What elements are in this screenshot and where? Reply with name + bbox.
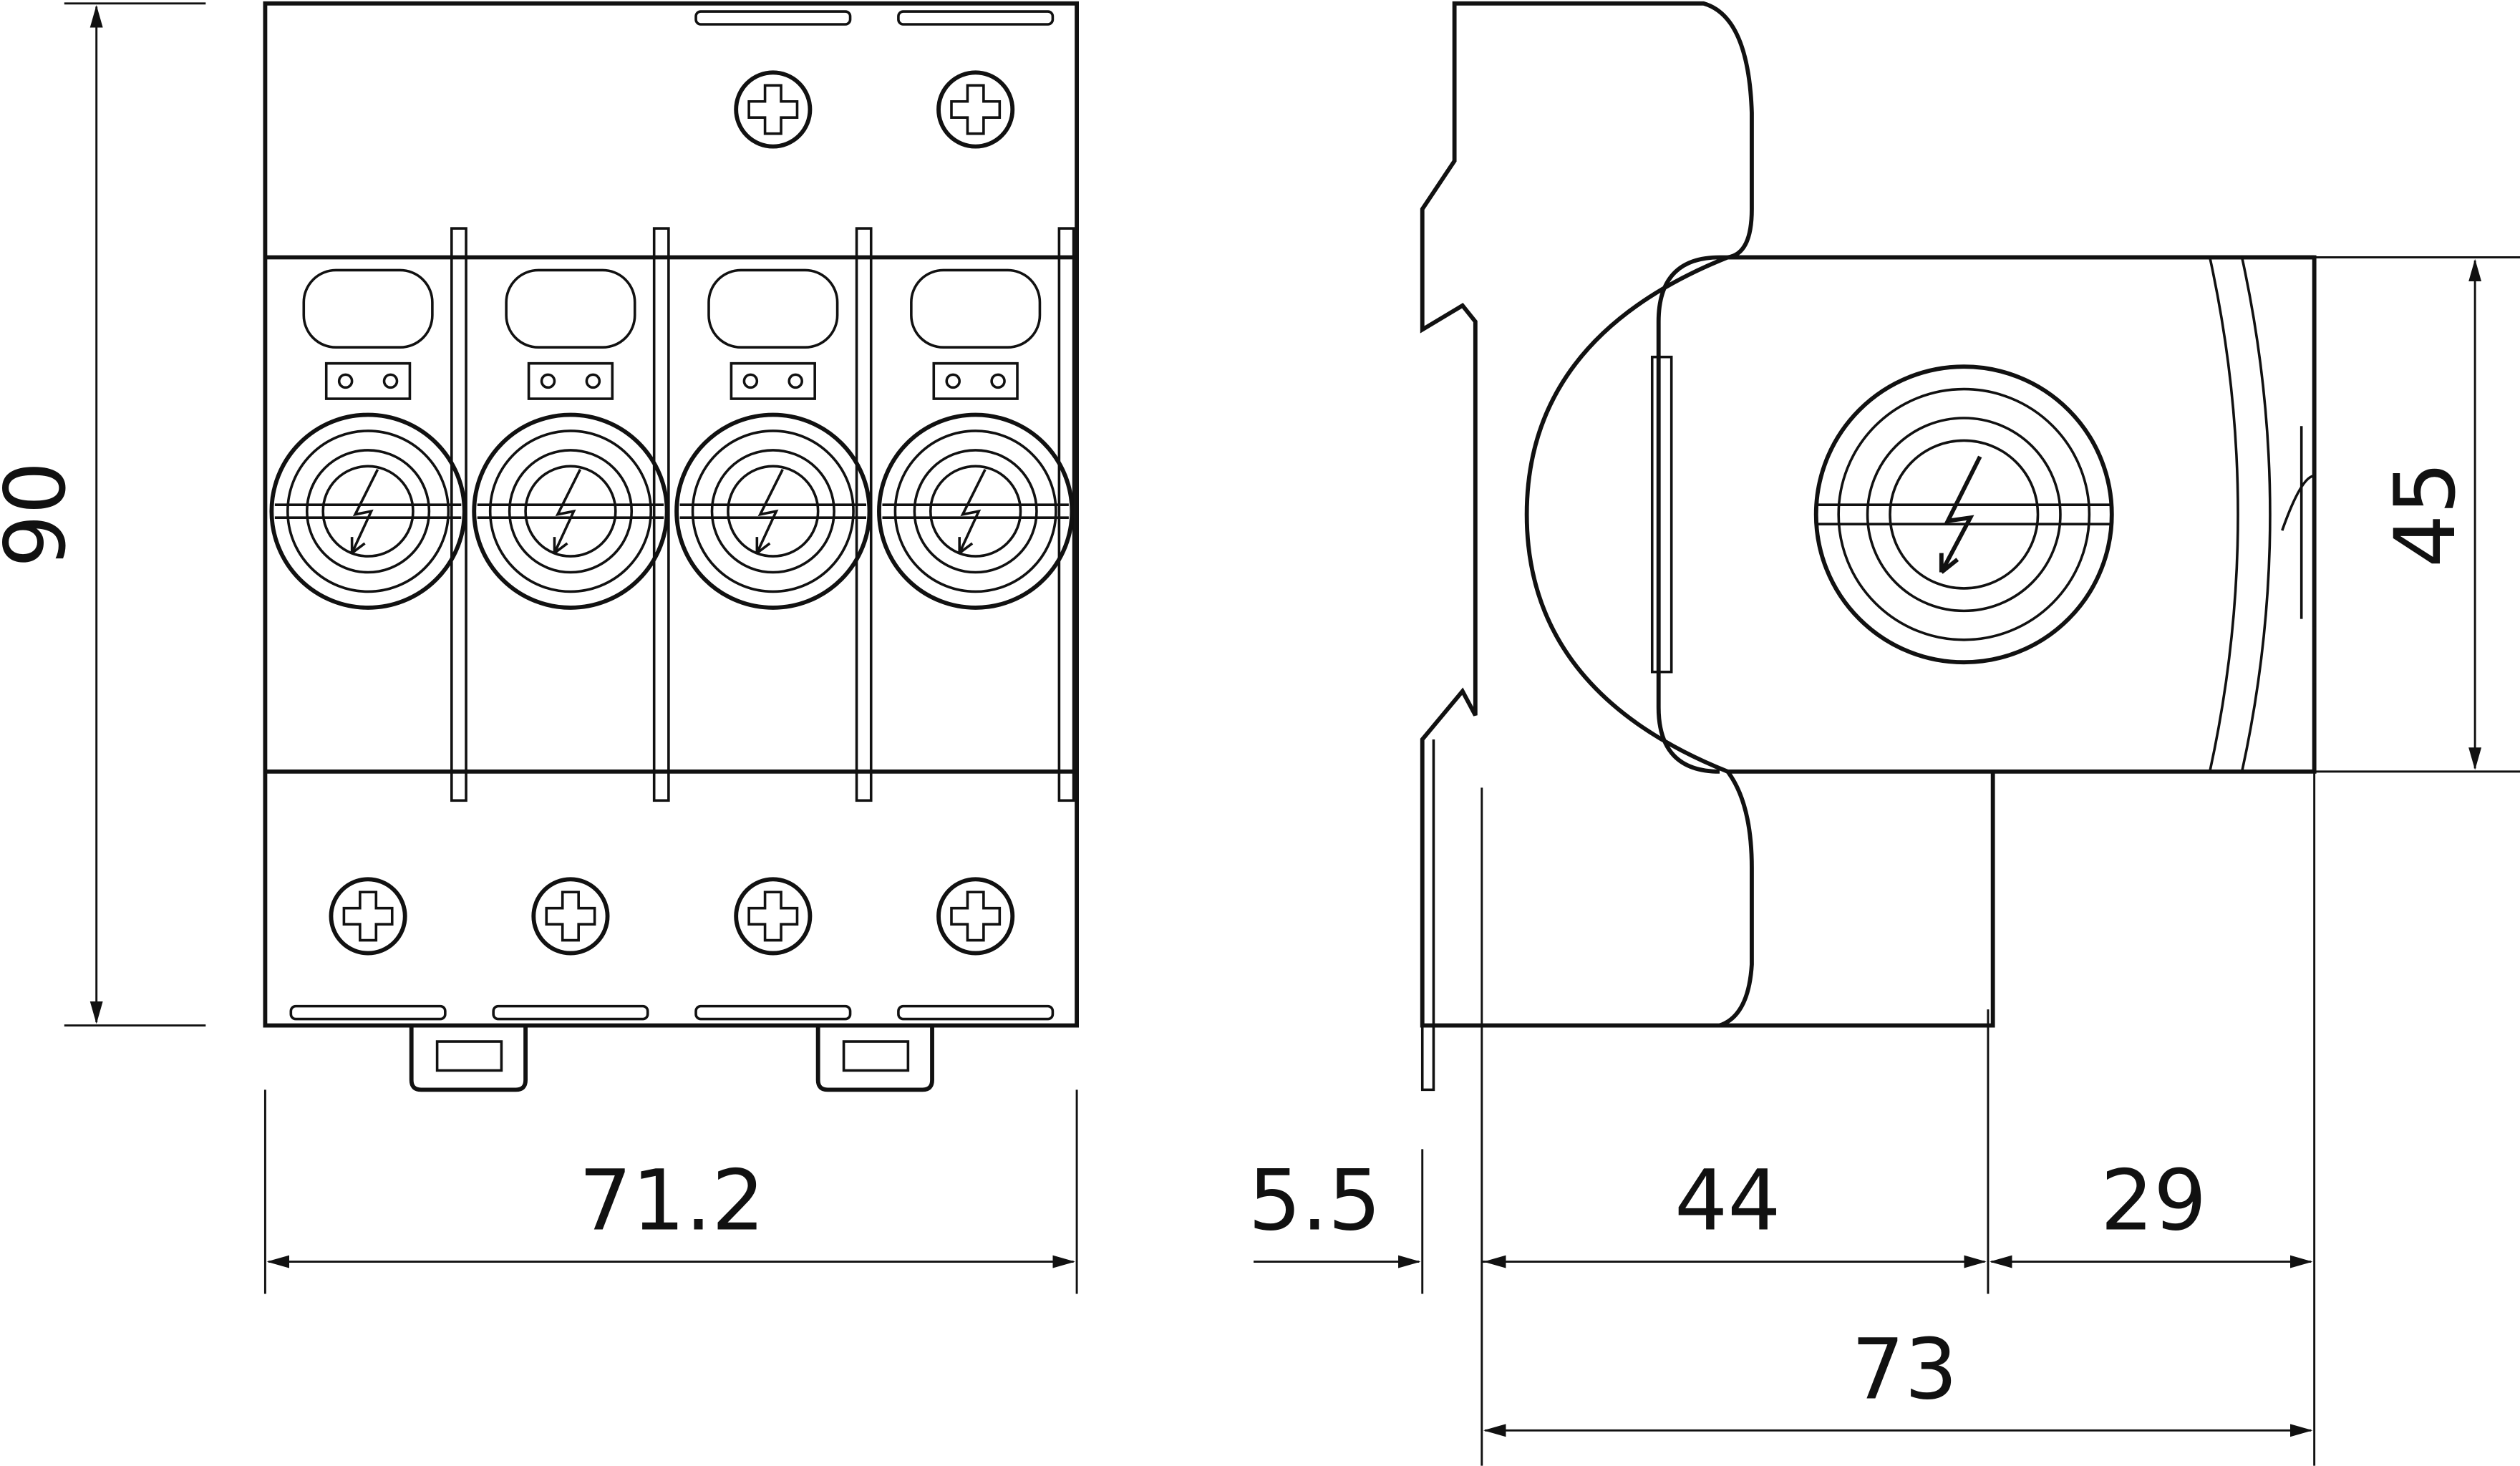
din-clip [815,1025,934,1092]
device-body-outline [263,1,1079,1028]
module-side-outline [1656,255,2315,774]
din-rail-clip [1420,739,1435,1092]
protection-module-1 [271,270,464,607]
screw-icon [533,879,607,953]
front-view: 90 71.2 [0,1,1079,1294]
dimension-width: 71.2 [578,1152,765,1250]
dimension-height: 90 [0,461,84,568]
dimension-rail-offset: 5.5 [1249,1152,1382,1250]
dimension-module-depth: 29 [2100,1152,2207,1250]
dimension-body-depth: 44 [1675,1152,1781,1250]
dimension-total-depth: 73 [1851,1321,1958,1418]
screw-icon [331,879,404,953]
surge-symbol-icon [1813,364,2114,665]
side-body-outline [1420,1,2317,1028]
side-view: 5.5 44 29 73 45 [1249,1,2520,1466]
protection-module-4 [879,270,1072,607]
screw-icon [939,72,1012,146]
screw-icon [736,879,810,953]
screw-icon [939,879,1012,953]
din-clip [409,1025,528,1092]
screw-icon [736,72,810,146]
protection-module-2 [474,270,667,607]
dimension-module-height: 45 [2377,461,2474,568]
protection-module-3 [677,270,869,607]
